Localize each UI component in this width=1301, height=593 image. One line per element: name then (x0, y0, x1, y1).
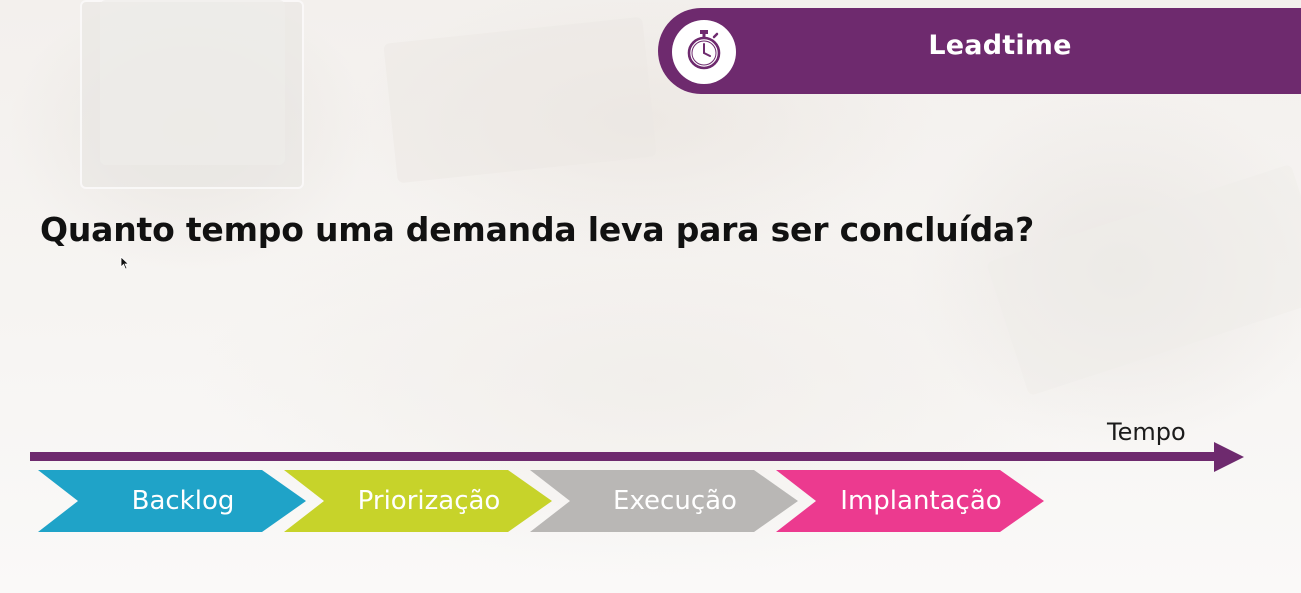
stage-chevrons: Backlog Priorização Execução Implantação (38, 470, 1058, 532)
stage-label: Backlog (131, 486, 235, 516)
mouse-cursor-icon (120, 255, 132, 270)
stage-execucao: Execução (530, 470, 798, 532)
header-banner (658, 8, 1301, 94)
stage-label: Implantação (840, 486, 1002, 516)
stopwatch-icon (681, 27, 727, 77)
header-title: Leadtime (928, 30, 1072, 61)
stage-priorizacao: Priorização (284, 470, 552, 532)
background-tablet-screen (100, 0, 285, 165)
stage-implantacao: Implantação (776, 470, 1044, 532)
timeline-arrow-head-icon (1214, 442, 1244, 472)
timeline-axis (30, 452, 1220, 461)
stage-label: Priorização (357, 486, 501, 516)
stage-label: Execução (613, 486, 737, 516)
axis-label: Tempo (1107, 418, 1186, 446)
background-paper (383, 16, 657, 184)
question-heading: Quanto tempo uma demanda leva para ser c… (40, 210, 1035, 249)
stage-backlog: Backlog (38, 470, 306, 532)
stopwatch-badge (672, 20, 736, 84)
